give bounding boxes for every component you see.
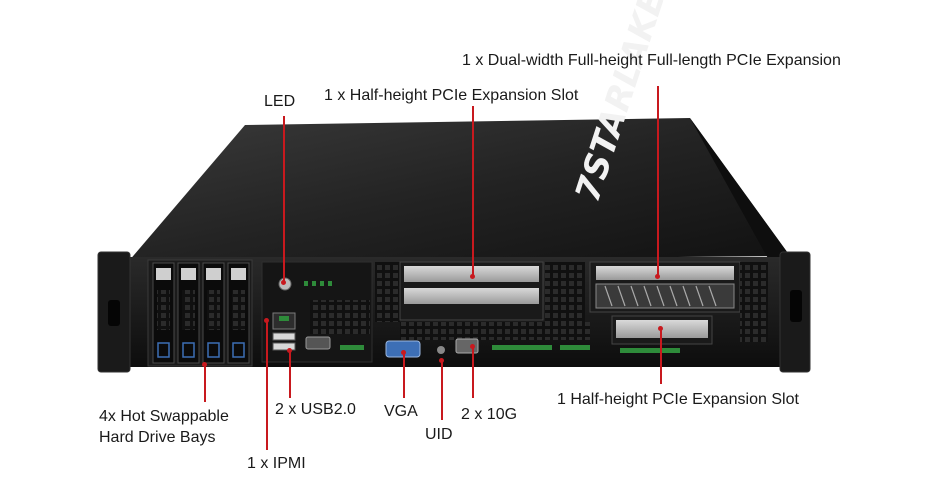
leader-line-dual-width <box>657 86 659 276</box>
leader-line-usb <box>289 350 291 398</box>
status-leds <box>304 281 332 286</box>
callout-half-height-slot: 1 x Half-height PCIe Expansion Slot <box>324 87 579 104</box>
callout-dual-width-slot: 1 x Dual-width Full-height Full-length P… <box>462 52 841 69</box>
leader-line-ipmi <box>266 320 268 450</box>
leader-dot-vga <box>401 350 406 355</box>
leader-dot-ipmi <box>264 318 269 323</box>
leader-line-half-height <box>472 106 474 276</box>
leader-dot-lower-half-height <box>658 326 663 331</box>
usb-port <box>272 342 296 351</box>
uid-button <box>437 346 445 354</box>
callout-ten-g: 2 x 10G <box>461 406 518 423</box>
callout-uid: UID <box>425 426 453 443</box>
leader-line-uid <box>441 360 443 420</box>
leader-line-led <box>283 116 285 282</box>
callout-ipmi: 1 x IPMI <box>247 455 306 472</box>
callout-drive-bays-line2: Hard Drive Bays <box>99 429 216 446</box>
leader-line-lower-half-height <box>660 328 662 384</box>
callout-drive-bays: 4x Hot Swappable Hard Drive Bays <box>99 406 229 448</box>
leader-dot-drive-bays <box>202 362 207 367</box>
callout-drive-bays-line1: 4x Hot Swappable <box>99 408 229 425</box>
callout-usb: 2 x USB2.0 <box>275 401 356 418</box>
leader-line-ten-g <box>472 346 474 398</box>
leader-line-vga <box>403 352 405 398</box>
leader-line-drive-bays <box>204 364 206 402</box>
callout-led: LED <box>264 93 296 110</box>
green-connectors <box>340 345 680 353</box>
chassis-top <box>128 118 790 262</box>
drive-trays <box>152 262 250 364</box>
front-vent <box>375 262 400 322</box>
leader-dot-dual-width <box>655 274 660 279</box>
leader-dot-half-height <box>470 274 475 279</box>
leader-dot-usb <box>287 348 292 353</box>
front-vent <box>400 322 590 340</box>
leader-dot-ten-g <box>470 344 475 349</box>
leader-dot-uid <box>439 358 444 363</box>
leader-dot-led <box>281 280 286 285</box>
front-vent <box>310 300 370 334</box>
serial-port <box>305 336 331 350</box>
usb-port <box>272 332 296 341</box>
front-vent <box>545 262 585 322</box>
callout-vga: VGA <box>384 403 418 420</box>
callout-lower-half-height-slot: 1 Half-height PCIe Expansion Slot <box>557 391 799 408</box>
